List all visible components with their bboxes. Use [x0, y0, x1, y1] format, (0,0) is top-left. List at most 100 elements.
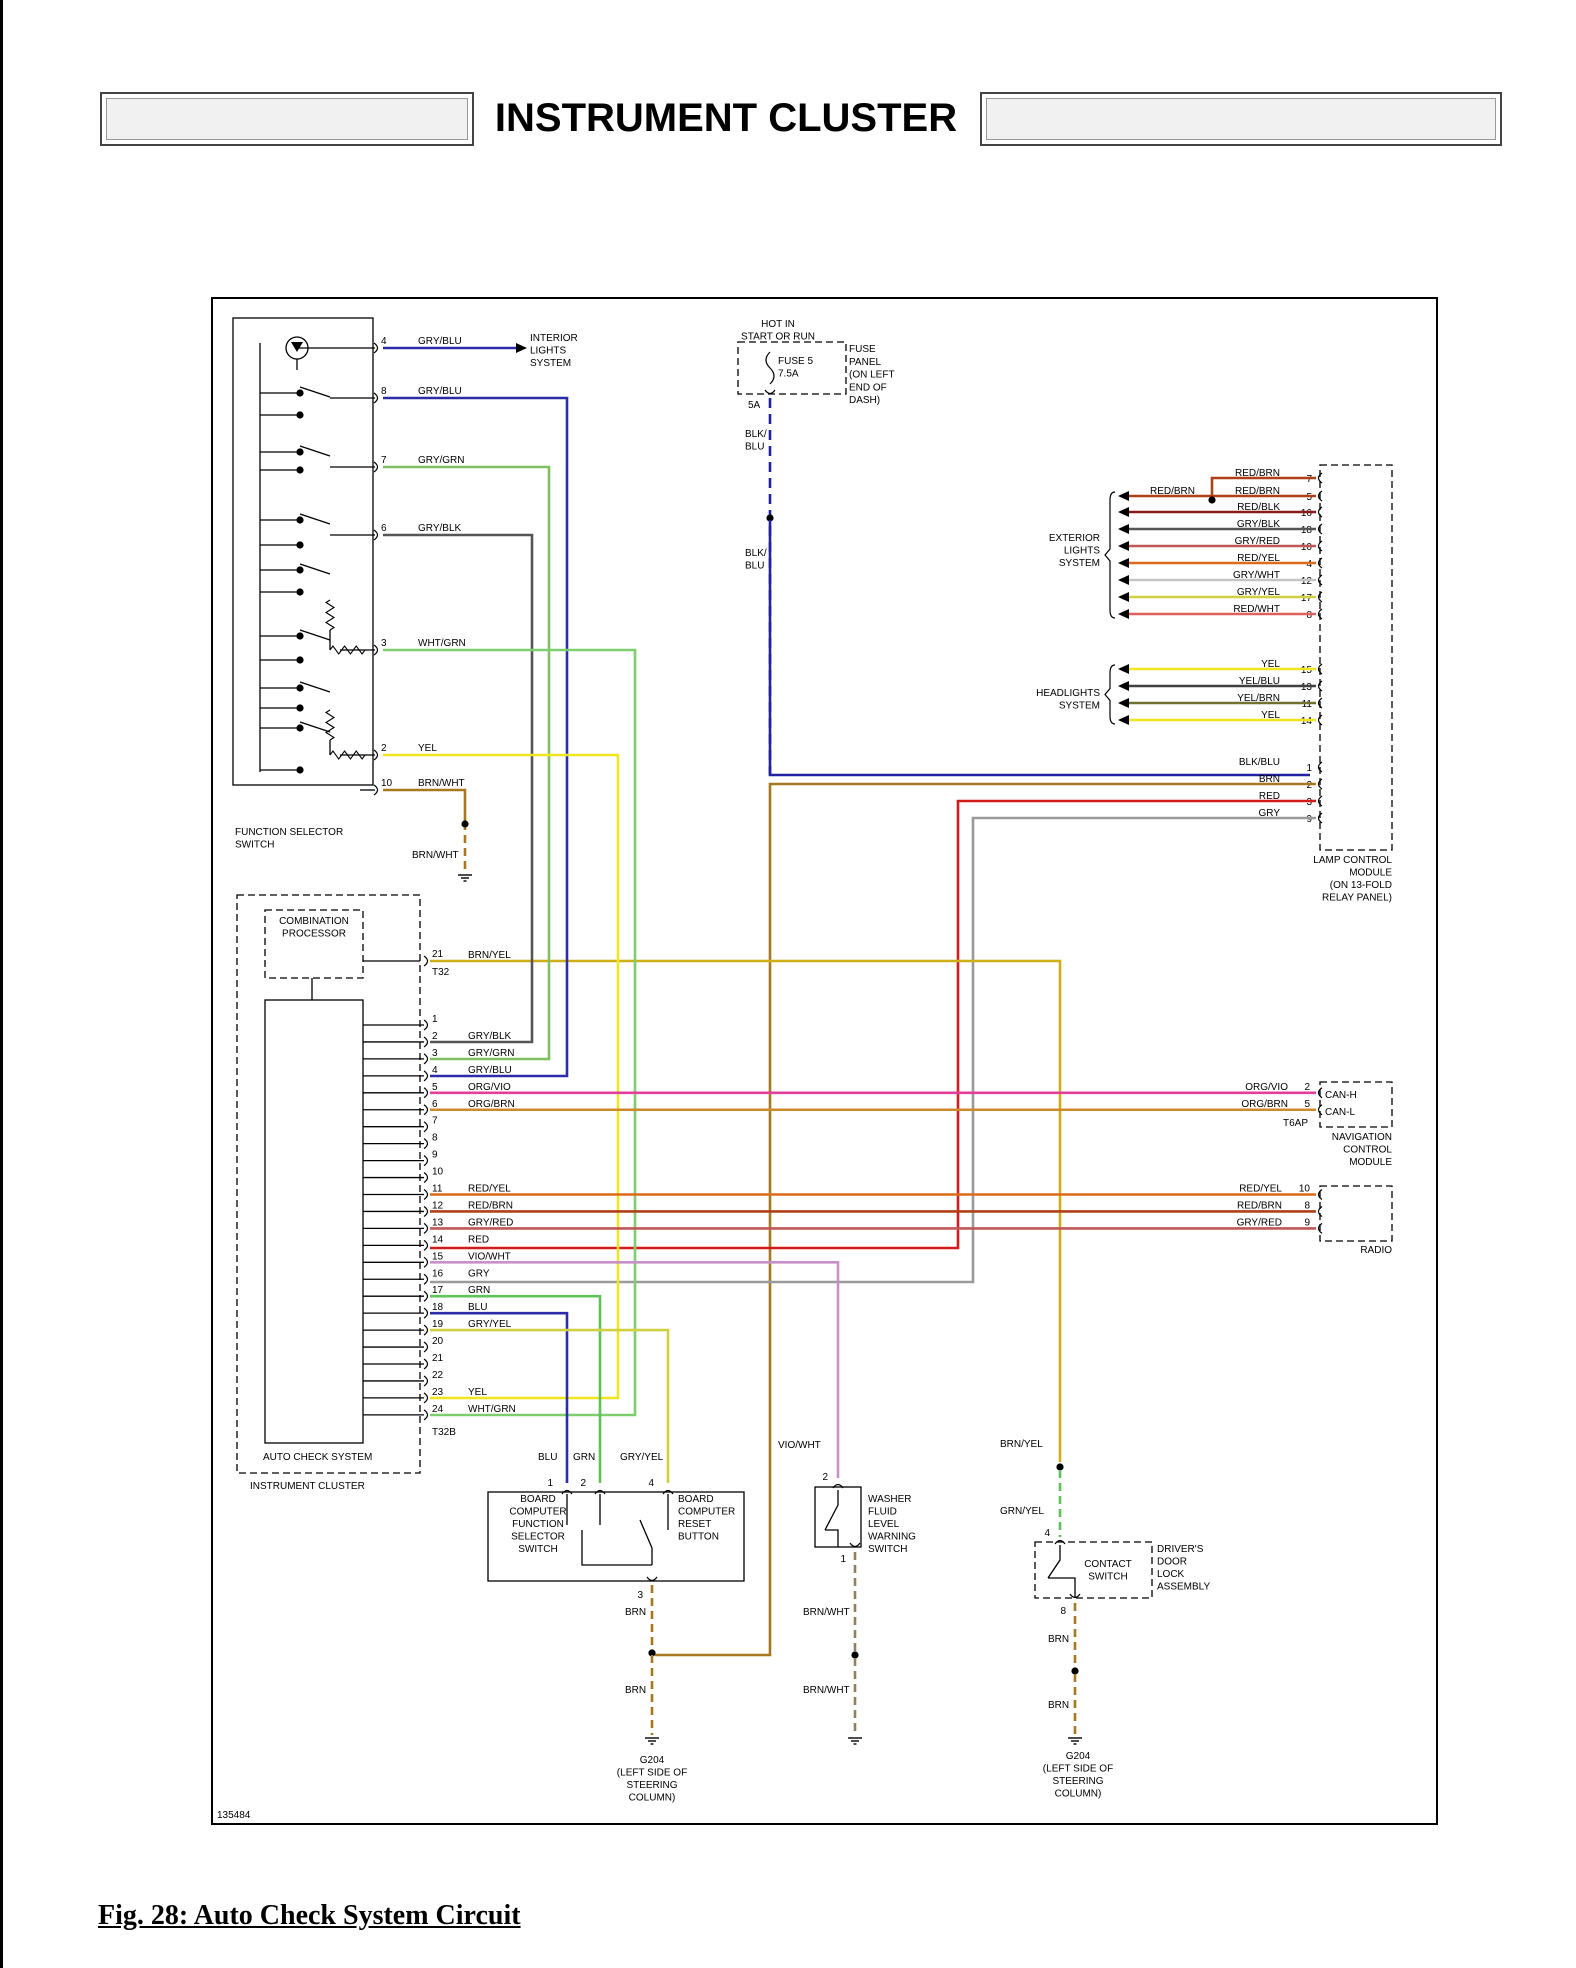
t32b-pin-number: 10 [432, 1167, 444, 1178]
lcm-wire-label: YEL/BRN [1237, 693, 1280, 704]
t32b-wire-label: GRY/RED [468, 1217, 513, 1228]
t32b-wire-label: WHT/GRN [468, 1404, 516, 1415]
t32b-pin-number: 12 [432, 1200, 444, 1211]
arrow-left-icon [1118, 664, 1129, 674]
washer-switch-label: FLUID [868, 1507, 897, 1518]
connector-icon [1317, 523, 1323, 535]
drivers-door-lock-label: LOCK [1157, 1569, 1185, 1580]
resistor-icon [324, 709, 336, 741]
connector-icon [849, 1542, 861, 1548]
lcm-pin-number: 3 [1306, 797, 1312, 808]
fuse-panel-label: PANEL [849, 357, 881, 368]
radio-wire-label: RED/YEL [1239, 1184, 1282, 1195]
g204-label: (LEFT SIDE OF [1043, 1764, 1113, 1775]
fss-pin-number: 10 [381, 778, 393, 789]
resistor-icon [329, 645, 366, 655]
board-computer-internal [581, 1530, 652, 1566]
fuse-panel-label: END OF [849, 382, 887, 393]
wire-label-blk-blu: BLU [745, 442, 764, 453]
connector-icon [764, 389, 776, 395]
resistor-icon [329, 750, 366, 760]
lcm-pin-number: 9 [1306, 814, 1312, 825]
wire-brn-wht [383, 788, 467, 822]
connector-icon [1054, 1539, 1066, 1545]
washer-pin-number: 2 [822, 1472, 828, 1483]
board-computer-reset-label: BOARD [678, 1494, 714, 1505]
connector-icon [1317, 1104, 1323, 1116]
wire-wht-grn [383, 648, 637, 1417]
washer-pin-number: 1 [840, 1554, 846, 1565]
connector-icon [1317, 1222, 1323, 1234]
switch-contact-icon [296, 389, 304, 397]
fss-pin-number: 2 [381, 743, 387, 754]
t32b-pin-number: 20 [432, 1336, 444, 1347]
t32b-pin-number: 4 [432, 1065, 438, 1076]
switch-contact-icon [296, 566, 304, 574]
connector-icon [1317, 540, 1323, 552]
splice-dot [1056, 1463, 1064, 1471]
wire-label-blu: BLU [538, 1452, 557, 1463]
nav-pin-number: 5 [1304, 1099, 1310, 1110]
wire-label-grn-yel: GRN/YEL [1000, 1506, 1044, 1517]
led-icon [291, 342, 303, 352]
hot-in-label: HOT IN [761, 319, 795, 330]
board-computer-switch-box [487, 1491, 745, 1582]
wire-label-brn-yel: BRN/YEL [1000, 1439, 1043, 1450]
connector-icon [373, 461, 379, 473]
fuse-panel-label: FUSE [849, 344, 876, 355]
wire-label-splice: RED/BRN [1150, 486, 1195, 497]
lcm-wire-label: GRY [1259, 808, 1281, 819]
t32-label: T32 [432, 967, 450, 978]
resistor-icon [324, 599, 336, 631]
lamp-control-module-label: RELAY PANEL) [1322, 893, 1392, 904]
wire-blk-blu [768, 520, 1310, 777]
switch-contact-icon [299, 445, 331, 457]
connector-icon [594, 1489, 606, 1495]
switch-contact-icon [296, 766, 304, 774]
fuse-panel-label: DASH) [849, 395, 880, 406]
wire-gry-blu [383, 396, 569, 1078]
connector-icon [423, 1409, 429, 1421]
navigation-module-label: MODULE [1349, 1157, 1392, 1168]
connector-icon [1317, 697, 1323, 709]
splice-dot [851, 1651, 859, 1659]
switch-contact-icon [296, 588, 304, 596]
t32b-pin-number: 13 [432, 1217, 444, 1228]
connector-icon [1317, 506, 1323, 518]
wire-gry-blk [383, 533, 534, 1044]
fss-wire-label: YEL [418, 743, 437, 754]
switch-contact-icon [296, 411, 304, 419]
washer-switch-label: WASHER [868, 1494, 912, 1505]
connector-icon [1069, 1593, 1081, 1599]
wire-gry [430, 816, 1316, 1284]
connector-icon [1317, 778, 1323, 790]
washer-internal [825, 1529, 839, 1547]
function-selector-switch-box [232, 317, 374, 786]
t32b-pin-number: 16 [432, 1268, 444, 1279]
drivers-door-lock-box [1034, 1541, 1153, 1599]
t32b-wire-label: GRY [468, 1268, 490, 1279]
switch-contact-icon [296, 684, 304, 692]
g204-label: STEERING [626, 1780, 677, 1791]
connector-icon [423, 1172, 429, 1184]
lcm-pin-number: 10 [1301, 542, 1313, 553]
connector-icon [1317, 1189, 1323, 1200]
connector-icon [423, 1392, 429, 1404]
wire-label-brn-wht: BRN/WHT [803, 1607, 850, 1618]
t32b-wire-label: GRY/BLK [468, 1031, 511, 1042]
connector-icon [423, 1307, 429, 1319]
t32b-wire-label: RED/BRN [468, 1200, 513, 1211]
connector-icon [1317, 812, 1323, 824]
board-computer-pin-number: 4 [648, 1478, 654, 1489]
exterior-lights-label: SYSTEM [1059, 558, 1100, 569]
wire-brn [655, 782, 1316, 1657]
lcm-pin-number: 13 [1301, 682, 1313, 693]
wire-label-gry-yel: GRY/YEL [620, 1452, 664, 1463]
headlights-system-label: SYSTEM [1059, 701, 1100, 712]
connector-icon [1317, 1087, 1323, 1099]
connector-icon [662, 1489, 674, 1495]
lcm-wire-label: RED [1259, 791, 1280, 802]
arrow-left-icon [1118, 558, 1129, 568]
wire-gry-yel [430, 1328, 670, 1483]
